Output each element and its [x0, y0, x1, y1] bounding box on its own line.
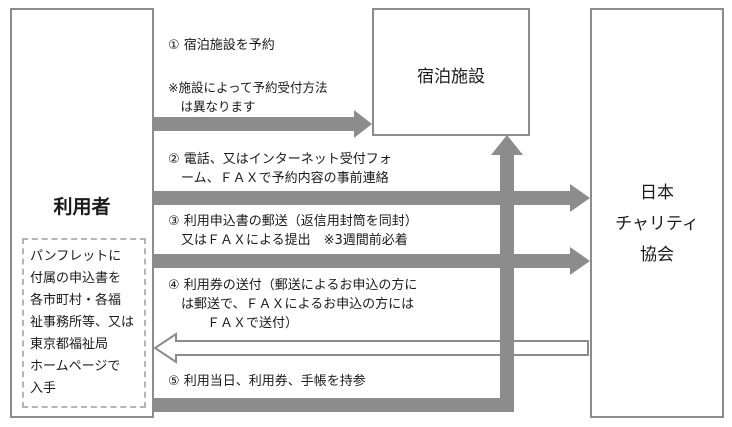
step1-label: ① 宿泊施設を予約 [168, 38, 275, 53]
facility-node: 宿泊施設 [372, 8, 530, 136]
step5-label: ⑤ 利用当日、利用券、手帳を持参 [168, 374, 366, 389]
step2-label: ② 電話、又はインターネット受付フォ ーム、ＦＡＸで予約内容の事前連絡 [168, 152, 392, 186]
pamphlet-note-text: パンフレットに 付属の申込書を 各市町村・各福 祉事務所等、又は 東京都福祉局 … [30, 249, 135, 396]
user-label: 利用者 [53, 196, 111, 218]
arrow-step4-to-user [153, 332, 589, 364]
step3-label: ③ 利用申込書の郵送（返信用封筒を同封） 又はＦＡＸによる提出 ※3週間前必着 [168, 214, 418, 248]
step1-note: ※施設によって予約受付方法 は異なります [168, 80, 328, 114]
arrow-step1-to-facility [153, 110, 372, 138]
charity-node: 日本 チャリティ 協会 [590, 8, 724, 418]
step4-label: ④ 利用券の送付（郵送によるお申込の方に は郵送で、ＦＡＸによるお申込の方には … [168, 278, 418, 331]
pamphlet-note-box: パンフレットに 付属の申込書を 各市町村・各福 祉事務所等、又は 東京都福祉局 … [22, 238, 146, 408]
charity-label: 日本 チャリティ 協会 [615, 183, 699, 265]
facility-label: 宿泊施設 [417, 67, 485, 87]
arrow-step2-to-charity [153, 184, 590, 212]
arrow-step3-to-charity [153, 247, 590, 275]
